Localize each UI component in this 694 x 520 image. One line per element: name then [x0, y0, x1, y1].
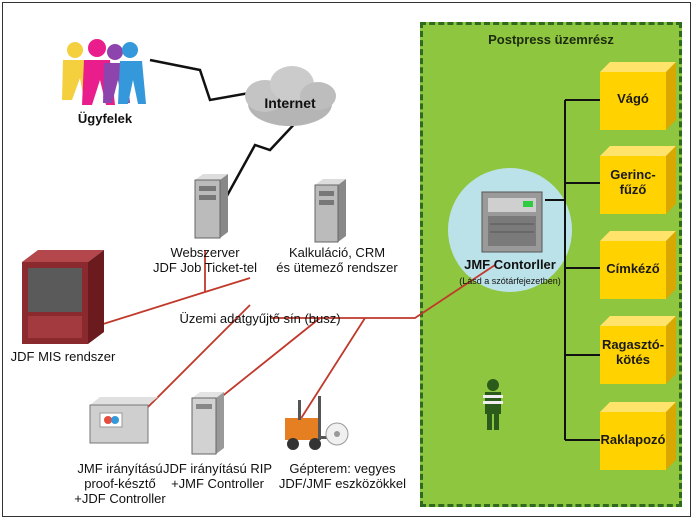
postpress-box-label-ragaszto-line2: kötés	[616, 351, 650, 367]
forklift-icon	[285, 396, 349, 450]
press-label: Gépterem: vegyes JDF/JMF eszközökkel	[275, 461, 410, 492]
postpress-box-label-ragaszto: Ragasztó- kötés	[600, 337, 666, 368]
proof-label-line3: +JDF Controller	[74, 490, 166, 506]
crm-label-line2: és ütemező rendszer	[276, 259, 398, 275]
proof-label: JMF irányítású proof-késztő +JDF Control…	[60, 461, 180, 507]
rip-server-icon	[191, 392, 224, 455]
press-label-line2: JDF/JMF eszközökkel	[278, 475, 407, 491]
crm-server-icon	[314, 179, 346, 243]
mis-machine-icon	[22, 250, 104, 344]
box-gerincfuzo	[600, 146, 676, 214]
jmf-subtitle: (Lásd a szótárfejezetben)	[459, 276, 561, 286]
internet-label: Internet	[264, 95, 316, 111]
box-ragaszto	[600, 316, 676, 384]
internet-cloud-icon	[245, 66, 336, 126]
postpress-box-label-vago-line1: Vágó	[617, 91, 649, 106]
bus-to-jmf	[270, 264, 496, 319]
bus-to-proof	[129, 304, 251, 426]
clients-icon	[62, 39, 146, 105]
mis-label: JDF MIS rendszer	[10, 349, 116, 364]
bus-to-press	[299, 317, 366, 421]
webserver-label-line1: Webszerver	[170, 245, 240, 260]
proof-label-line2: proof-késztő	[84, 475, 156, 491]
postpress-box-label-vago: Vágó	[600, 91, 666, 107]
postpress-box-label-cimkezo-line1: Címkéző	[606, 261, 660, 276]
webserver-label: Webszerver JDF Job Ticket-tel	[130, 245, 280, 276]
clients-label: Ügyfelek	[77, 111, 133, 126]
jmf-controller-icon	[481, 191, 543, 253]
postpress-box-label-raklapozo-line1: Raklapozó	[600, 432, 666, 447]
postpress-box-label-ragaszto-line1: Ragasztó-	[601, 337, 665, 352]
box-vago	[600, 62, 676, 130]
postpress-box-label-gerincfuzo-line1: Gerinc-	[610, 167, 656, 182]
postpress-box-label-gerincfuzo: Gerinc- fűző	[600, 167, 666, 198]
postpress-box-label-raklapozo: Raklapozó	[597, 432, 669, 448]
postpress-zone-title: Postpress üzemrész	[488, 32, 614, 47]
crm-label: Kalkuláció, CRM és ütemező rendszer	[262, 245, 412, 276]
press-label-line1: Gépterem: vegyes	[289, 461, 396, 476]
postpress-box-label-gerincfuzo-line2: fűző	[619, 181, 647, 197]
bus-label: Üzemi adatgyűjtő sín (busz)	[179, 311, 341, 326]
proof-printer-icon	[89, 397, 158, 444]
crm-label-line1: Kalkuláció, CRM	[288, 245, 386, 260]
webserver-icon	[194, 174, 228, 239]
box-cimkezo	[600, 231, 676, 299]
rip-label-line2: +JMF Controller	[171, 475, 264, 491]
postpress-box-label-cimkezo: Címkéző	[600, 261, 666, 277]
box-raklapozo	[600, 402, 676, 470]
bus-to-rip	[219, 317, 321, 399]
rip-label-line1: JDF irányítású RIP	[162, 461, 273, 476]
clients-internet-link	[149, 58, 256, 102]
rip-label: JDF irányítású RIP +JMF Controller	[150, 461, 285, 492]
internet-webserver-link	[216, 117, 301, 213]
webserver-label-line2: JDF Job Ticket-tel	[152, 259, 258, 275]
proof-label-line1: JMF irányítású	[77, 461, 163, 476]
jmf-title: JMF Contorller	[464, 257, 556, 272]
worker-icon	[483, 379, 503, 430]
